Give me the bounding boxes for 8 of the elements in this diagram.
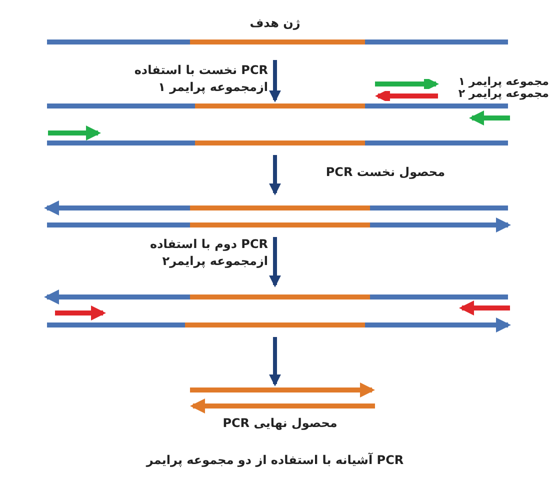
legend-label: مجموعه پرایمر ۱ [457,75,549,88]
text-label: PCR دوم با استفاده ازمجموعه پرایمر۲ [149,236,268,270]
legend-label: مجموعه پرایمر ۲ [457,87,549,100]
text-label: PCR نخست با استفاده ازمجموعه پرایمر ۱ [133,62,268,96]
text-label: ژن هدف [248,15,302,32]
text-label: محصول نهایی PCR [222,415,338,432]
text-label: محصول نخست PCR [324,164,445,181]
caption: PCR آشیانه با استفاده از دو مجموعه پرایمر [144,452,405,469]
